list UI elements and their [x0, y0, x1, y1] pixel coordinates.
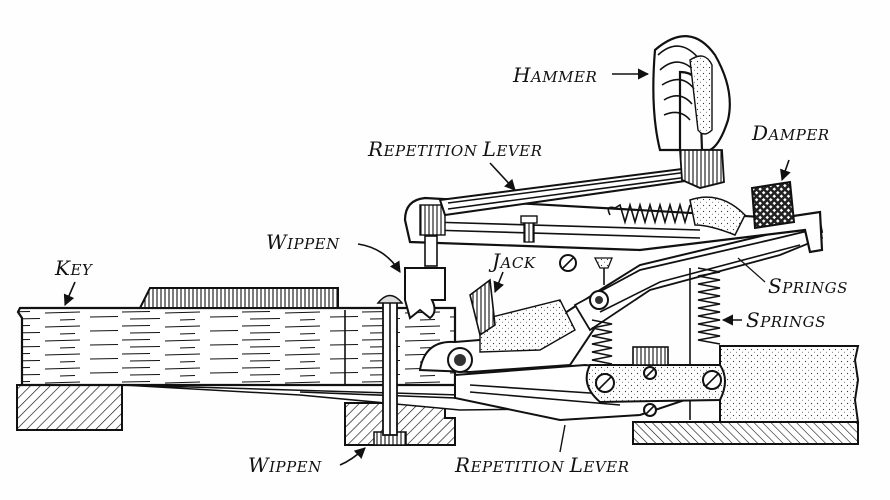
key-frame-back: [632, 421, 859, 445]
wippen-top-leader: [357, 243, 401, 273]
regulating-screw: [520, 215, 538, 243]
jack-screw: [559, 254, 613, 285]
damper-leader: [780, 159, 791, 182]
balance-pin: [376, 294, 404, 436]
key-leader: [63, 281, 76, 307]
spring-plate: [585, 346, 726, 417]
label-jack: JACK: [488, 249, 536, 273]
repetition-spring: [607, 196, 746, 236]
action-rail: [719, 345, 860, 423]
label-wippen-bottom: WIPPEN: [248, 453, 322, 477]
label-damper: DAMPER: [751, 121, 830, 145]
key-frame-front: [16, 384, 123, 431]
label-repetition-lever-top: REPETITION LEVER: [367, 137, 542, 161]
label-key: KEY: [54, 256, 94, 280]
label-repetition-lever-bottom: REPETITION LEVER: [454, 453, 629, 477]
springs-left: [591, 319, 613, 365]
label-wippen-top: WIPPEN: [266, 230, 340, 254]
label-springs-lower: SPRINGS: [746, 308, 826, 332]
jack-leader: [493, 271, 504, 294]
repetition-lever-bottom-leader: [559, 424, 566, 453]
wippen-bottom-leader: [339, 447, 366, 466]
repetition-lever: [403, 196, 824, 267]
leader-lines: [63, 68, 791, 466]
label-springs-upper: SPRINGS: [768, 274, 848, 298]
label-hammer: HAMMER: [512, 63, 597, 87]
repetition-lever-top-leader: [489, 162, 516, 191]
hammer: [652, 35, 731, 189]
key-frame-balance-rail: [344, 402, 456, 446]
jack: [404, 267, 496, 337]
springs-upper-leader: [737, 257, 766, 283]
damper: [750, 180, 796, 230]
